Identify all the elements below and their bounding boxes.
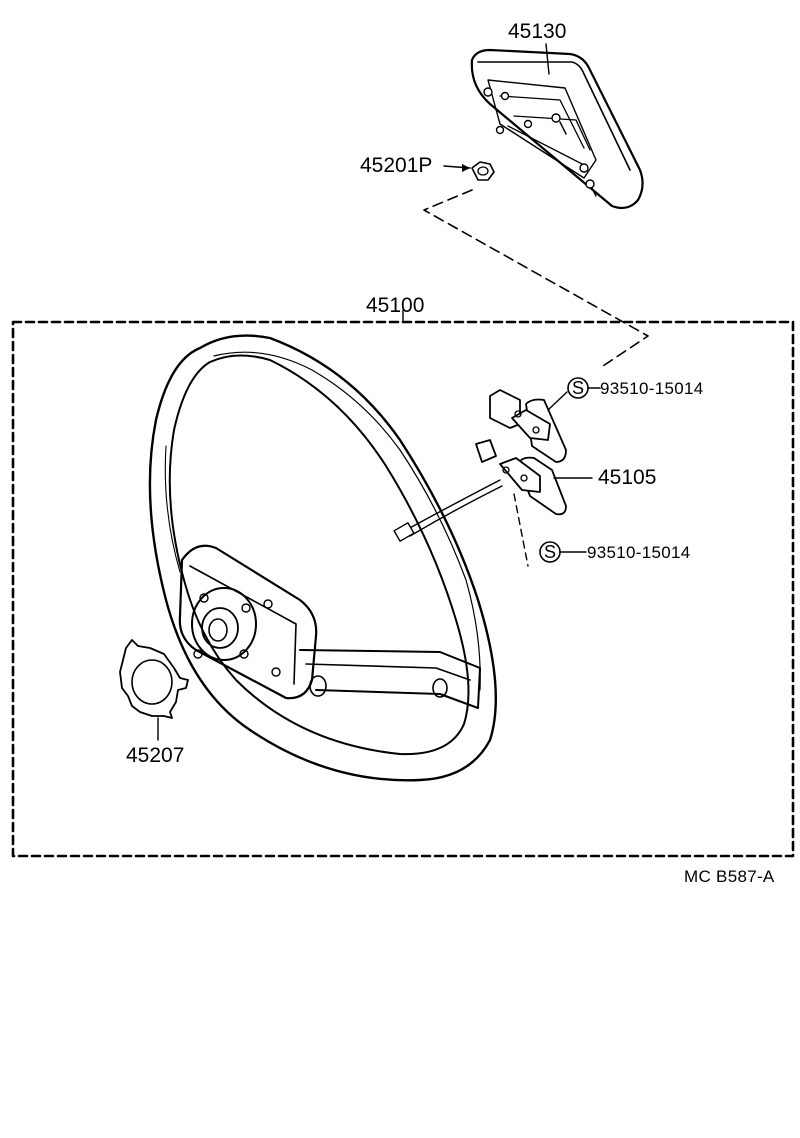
part-number-45207: 45207 (126, 744, 184, 767)
arrow-head-icon (462, 164, 470, 172)
cancel-cam-drawing (119, 639, 189, 719)
leader-line-93510-1 (547, 391, 568, 411)
steering-pad-drawing (470, 48, 644, 210)
part-number-93510-15014-lower: 93510-15014 (587, 543, 691, 562)
pad-nut-drawing (471, 161, 495, 181)
diagram-reference-code: MC B587-A (684, 867, 775, 886)
assembly-dashed-line (423, 189, 649, 369)
leader-line-45130 (545, 43, 550, 75)
part-number-45130: 45130 (508, 20, 566, 43)
horn-contact-drawing (475, 389, 567, 516)
standard-symbol-letter: S (544, 542, 556, 562)
standard-part-callout-2: S 93510-15014 (539, 541, 691, 563)
part-number-45201P: 45201P (360, 154, 432, 177)
part-number-93510-15014-upper: 93510-15014 (600, 379, 704, 398)
part-number-45105: 45105 (598, 466, 656, 489)
standard-part-callout-1: S 93510-15014 (547, 377, 704, 411)
screw-dashed-line (513, 493, 529, 567)
standard-symbol-letter: S (572, 378, 584, 398)
assembly-boundary-box (11, 320, 795, 858)
steering-wheel-drawing (148, 334, 503, 782)
part-number-45100: 45100 (366, 294, 424, 317)
